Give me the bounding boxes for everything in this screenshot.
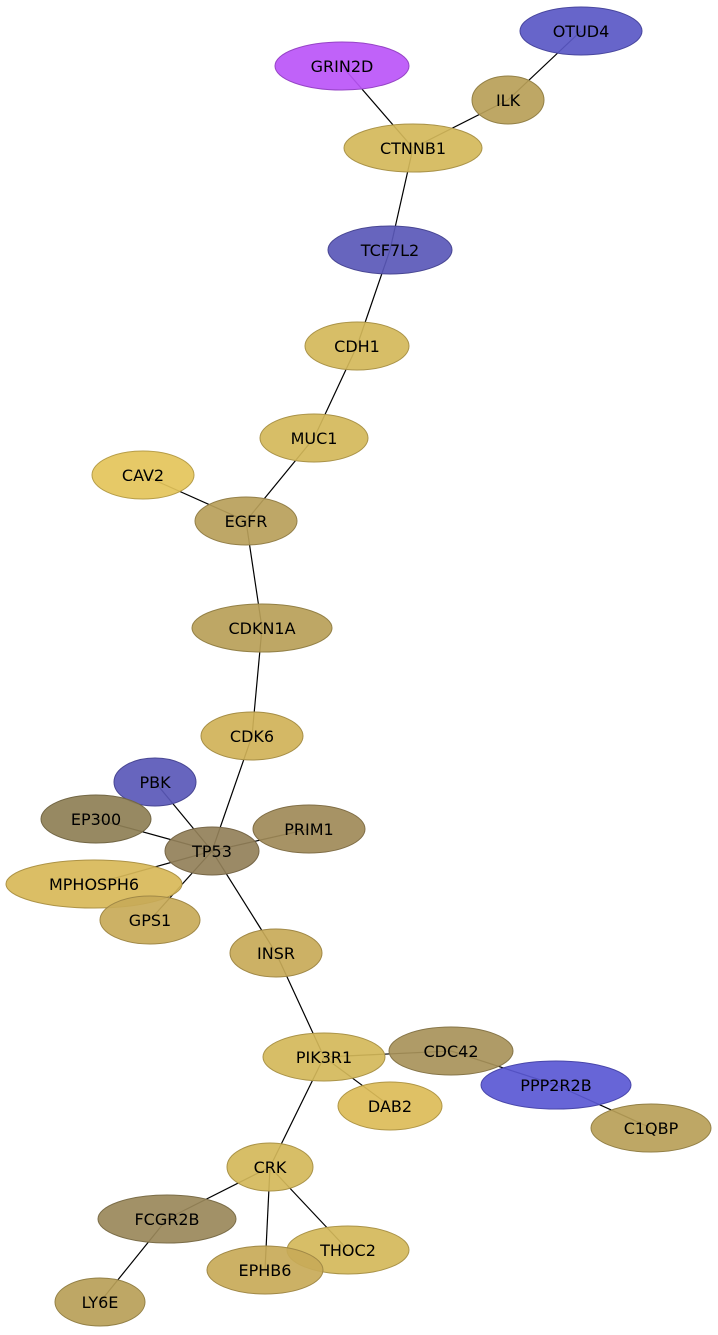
node-label: EPHB6: [239, 1261, 292, 1280]
node-ellipse: [343, 123, 483, 173]
node-fcgr2b[interactable]: FCGR2B: [97, 1194, 237, 1244]
node-otud4[interactable]: OTUD4: [519, 6, 643, 56]
node-label: DAB2: [368, 1097, 412, 1116]
node-pbk[interactable]: PBK: [113, 757, 197, 807]
node-tp53[interactable]: TP53: [164, 826, 260, 876]
node-ellipse: [5, 859, 183, 909]
node-ellipse: [327, 225, 453, 275]
node-ellipse: [519, 6, 643, 56]
node-ellipse: [590, 1103, 712, 1153]
node-ellipse: [97, 1194, 237, 1244]
node-label: PBK: [139, 773, 171, 792]
node-egfr[interactable]: EGFR: [194, 496, 298, 546]
node-label: GRIN2D: [311, 57, 374, 76]
node-ellipse: [40, 794, 152, 844]
node-insr[interactable]: INSR: [229, 928, 323, 978]
node-ellipse: [194, 496, 298, 546]
node-ellipse: [226, 1142, 314, 1192]
node-ellipse: [388, 1026, 514, 1076]
node-label: MUC1: [291, 429, 338, 448]
node-label: EP300: [71, 810, 121, 829]
node-label: GPS1: [129, 911, 171, 930]
node-label: PPP2R2B: [520, 1076, 591, 1095]
node-ellipse: [274, 41, 410, 91]
node-label: CRK: [254, 1158, 287, 1177]
node-ctnnb1[interactable]: CTNNB1: [343, 123, 483, 173]
node-ppp2r2b[interactable]: PPP2R2B: [480, 1060, 632, 1110]
node-ellipse: [164, 826, 260, 876]
node-tcf7l2[interactable]: TCF7L2: [327, 225, 453, 275]
node-ellipse: [91, 450, 195, 500]
node-dab2[interactable]: DAB2: [337, 1081, 443, 1131]
node-ellipse: [259, 413, 369, 463]
node-c1qbp[interactable]: C1QBP: [590, 1103, 712, 1153]
node-cav2[interactable]: CAV2: [91, 450, 195, 500]
node-ellipse: [99, 895, 201, 945]
node-ephb6[interactable]: EPHB6: [206, 1245, 324, 1295]
node-label: C1QBP: [624, 1119, 679, 1138]
node-ellipse: [113, 757, 197, 807]
node-pik3r1[interactable]: PIK3R1: [262, 1032, 386, 1082]
node-label: MPHOSPH6: [49, 875, 139, 894]
node-ellipse: [262, 1032, 386, 1082]
node-ellipse: [229, 928, 323, 978]
node-label: INSR: [257, 944, 295, 963]
node-ellipse: [471, 75, 545, 125]
node-label: EGFR: [225, 512, 268, 531]
node-label: CDKN1A: [228, 619, 295, 638]
node-ellipse: [206, 1245, 324, 1295]
node-ellipse: [337, 1081, 443, 1131]
node-label: TCF7L2: [360, 241, 419, 260]
node-label: ILK: [496, 91, 521, 110]
node-cdc42[interactable]: CDC42: [388, 1026, 514, 1076]
node-label: CAV2: [122, 466, 164, 485]
node-label: CDK6: [230, 727, 274, 746]
node-cdk6[interactable]: CDK6: [200, 711, 304, 761]
node-ilk[interactable]: ILK: [471, 75, 545, 125]
node-label: THOC2: [319, 1241, 376, 1260]
node-label: FCGR2B: [134, 1210, 199, 1229]
node-label: CDC42: [423, 1042, 478, 1061]
node-ellipse: [304, 321, 410, 371]
node-label: LY6E: [82, 1293, 119, 1312]
node-ly6e[interactable]: LY6E: [54, 1277, 146, 1327]
node-cdkn1a[interactable]: CDKN1A: [191, 603, 333, 653]
node-ellipse: [54, 1277, 146, 1327]
node-gps1[interactable]: GPS1: [99, 895, 201, 945]
node-ep300[interactable]: EP300: [40, 794, 152, 844]
node-label: PIK3R1: [296, 1048, 352, 1067]
node-prim1[interactable]: PRIM1: [252, 804, 366, 854]
node-label: CDH1: [334, 337, 380, 356]
node-ellipse: [191, 603, 333, 653]
node-ellipse: [252, 804, 366, 854]
node-label: TP53: [191, 842, 232, 861]
node-muc1[interactable]: MUC1: [259, 413, 369, 463]
node-label: CTNNB1: [380, 139, 446, 158]
node-label: PRIM1: [284, 820, 333, 839]
node-crk[interactable]: CRK: [226, 1142, 314, 1192]
node-mphosph6[interactable]: MPHOSPH6: [5, 859, 183, 909]
node-ellipse: [200, 711, 304, 761]
node-cdh1[interactable]: CDH1: [304, 321, 410, 371]
node-grin2d[interactable]: GRIN2D: [274, 41, 410, 91]
node-label: OTUD4: [553, 22, 610, 41]
node-ellipse: [480, 1060, 632, 1110]
